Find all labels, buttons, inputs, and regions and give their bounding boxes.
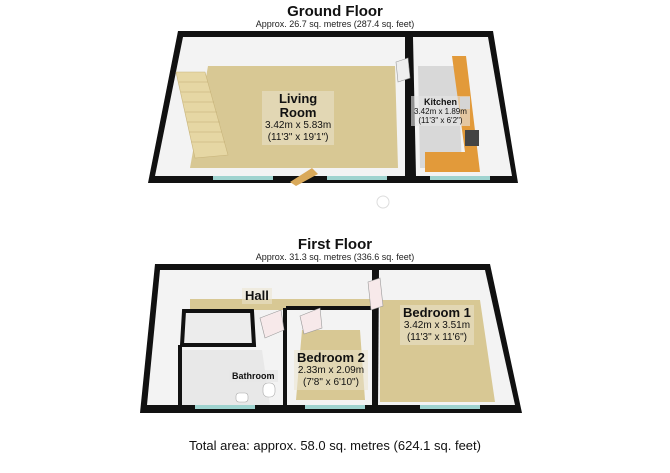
kitchen-divider-wall (405, 37, 410, 178)
bedroom2-metric: 2.33m x 2.09m (297, 365, 365, 376)
bathroom-walls (180, 350, 270, 405)
window (327, 176, 387, 180)
kitchen-label: Kitchen 3.42m x 1.89m (11'3" x 6'2") (411, 96, 470, 126)
living-room-label: Living Room 3.42m x 5.83m (11'3" x 19'1"… (262, 91, 335, 145)
bedroom2-label: Bedroom 2 2.33m x 2.09m (7'8" x 6'10") (294, 350, 368, 390)
bedroom2-door (299, 307, 323, 335)
window (430, 176, 490, 180)
window (213, 176, 273, 180)
cupboard-walls (179, 309, 257, 347)
bathroom-wall (178, 345, 182, 407)
living-room-imperial: (11'3" x 19'1") (267, 132, 329, 143)
hob (465, 130, 479, 146)
living-room-name-1: Living (278, 91, 318, 106)
staircase (175, 71, 229, 159)
first-floor-title: First Floor (297, 236, 373, 253)
bedroom1-imperial: (11'3" x 11'6") (406, 332, 467, 343)
bedroom1-label: Bedroom 1 3.42m x 3.51m (11'3" x 11'6") (400, 305, 474, 345)
bedroom-divider-wall (372, 264, 376, 409)
kitchen-door (395, 57, 411, 83)
ground-floor-area: Approx. 26.7 sq. metres (287.4 sq. feet) (255, 19, 415, 29)
kitchen-name: Kitchen (423, 97, 457, 107)
window (305, 405, 365, 409)
stair-treads (179, 81, 225, 143)
bedroom1-door (367, 277, 384, 311)
bedroom2-name: Bedroom 2 (297, 350, 365, 365)
bedroom2-imperial: (7'8" x 6'10") (302, 377, 359, 388)
bedroom2-wall (286, 306, 372, 310)
first-floor-area: Approx. 31.3 sq. metres (336.6 sq. feet) (255, 252, 415, 262)
window (420, 405, 480, 409)
kitchen-metric: 3.42m x 1.89m (414, 107, 467, 116)
kitchen-imperial: (11'3" x 6'2") (418, 116, 463, 125)
total-area: Total area: approx. 58.0 sq. metres (624… (189, 438, 481, 453)
bathroom-bedroom2-wall (283, 308, 287, 407)
ground-floor-plan (148, 31, 518, 209)
window (195, 405, 255, 409)
ground-floor-title: Ground Floor (287, 3, 383, 20)
compass-marker (376, 195, 390, 209)
living-room-name-2: Room (279, 105, 317, 120)
living-room-metric: 3.42m x 5.83m (265, 120, 332, 131)
hall-label: Hall (242, 288, 272, 304)
toilet (262, 382, 276, 398)
washbasin (235, 392, 249, 403)
bedroom1-metric: 3.42m x 3.51m (403, 320, 471, 331)
bedroom1-name: Bedroom 1 (403, 305, 471, 320)
bathroom-label: Bathroom (229, 370, 278, 382)
bathroom-door (259, 309, 285, 339)
front-door (290, 168, 318, 186)
